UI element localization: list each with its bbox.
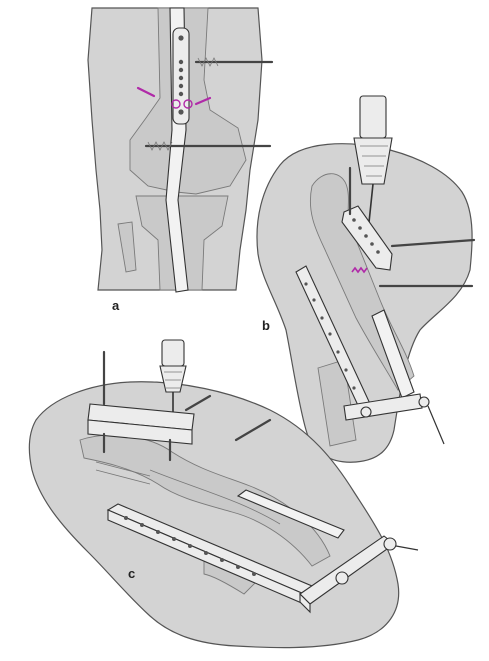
panel-b-handle-knob bbox=[360, 406, 372, 418]
panel-c-bar-holes bbox=[124, 516, 256, 576]
panel-c-drill bbox=[159, 339, 187, 418]
panel-c-cable bbox=[395, 545, 419, 551]
panel-b-marker bbox=[351, 266, 368, 274]
panel-a-label: a bbox=[112, 298, 120, 313]
panel-c-knob bbox=[335, 571, 349, 585]
panel-c-cross-handle-top bbox=[299, 592, 311, 614]
panel-c: c bbox=[28, 339, 419, 649]
panel-b: b bbox=[256, 95, 476, 463]
panel-c-pin-right-lower bbox=[234, 418, 272, 442]
panel-b-bar-holes bbox=[304, 282, 356, 390]
drill-shaft-top bbox=[359, 95, 387, 139]
panel-a-fibula bbox=[117, 221, 137, 273]
panel-b-label: b bbox=[262, 318, 270, 333]
panel-c-drill-top bbox=[161, 339, 185, 367]
panel-c-drill-chuck bbox=[159, 365, 187, 393]
drill-chuck-ridges bbox=[360, 145, 388, 177]
panel-c-nut bbox=[383, 537, 397, 551]
panel-a-guide-holes bbox=[178, 35, 184, 115]
panel-a-pin-thread-upper bbox=[197, 57, 219, 67]
panel-b-insertion-rod bbox=[371, 309, 415, 399]
panel-b-pin-upper bbox=[390, 238, 476, 248]
panel-b-guide-holes bbox=[352, 218, 380, 254]
drill-chuck bbox=[353, 137, 393, 185]
panel-a-pin-thread-lower bbox=[147, 141, 173, 151]
panel-c-nail bbox=[149, 469, 281, 525]
panel-c-pin-right-upper bbox=[184, 394, 212, 412]
drill bbox=[353, 95, 393, 233]
panel-a: a bbox=[87, 7, 274, 313]
panel-a-alignment-markers bbox=[136, 86, 212, 109]
panel-b-guide-block bbox=[341, 205, 393, 271]
panel-c-label: c bbox=[128, 566, 135, 581]
panel-c-nail-guides bbox=[95, 461, 151, 485]
panel-b-handle-cable bbox=[427, 405, 445, 445]
panel-c-drill-ridges bbox=[164, 371, 182, 389]
panel-c-guide-front bbox=[87, 419, 193, 445]
panel-c-femur bbox=[79, 434, 331, 567]
panel-c-upper-rod bbox=[236, 489, 345, 539]
panel-b-handle-nut bbox=[418, 396, 430, 408]
